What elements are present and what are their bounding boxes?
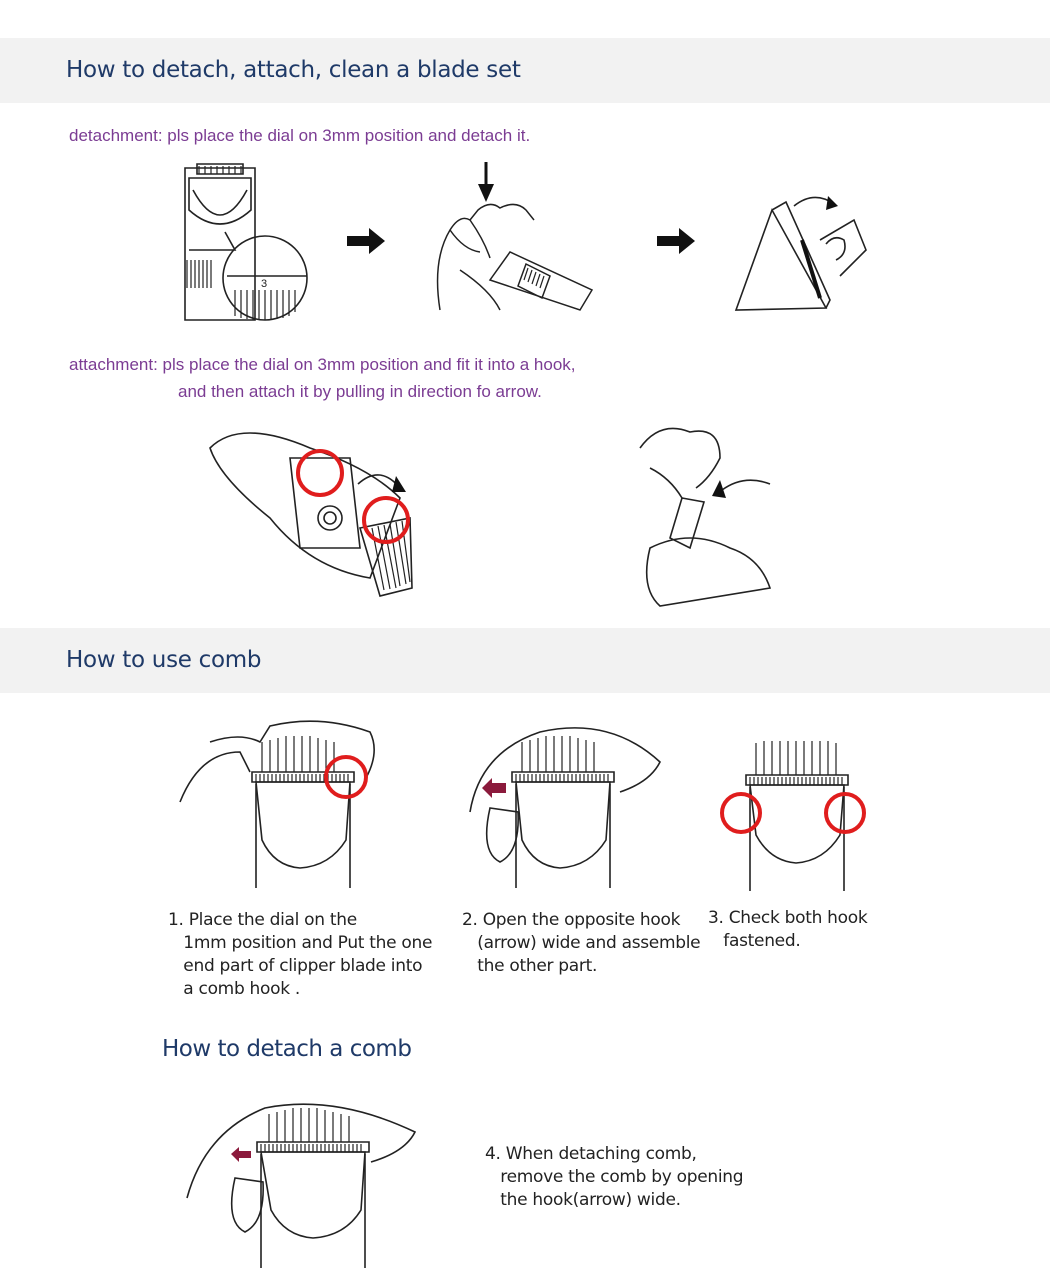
step1-caption: 1. Place the dial on the 1mm position an… (168, 910, 433, 999)
detach-blade-illustration (430, 160, 600, 320)
attachment-instruction-line1: attachment: pls place the dial on 3mm po… (69, 355, 576, 374)
hook-highlight-circle (298, 451, 342, 495)
section-title: How to detach, attach, clean a blade set (66, 57, 521, 83)
detachment-instruction: detachment: pls place the dial on 3mm po… (69, 126, 531, 145)
section-header-blade: How to detach, attach, clean a blade set (0, 38, 1050, 103)
attachment-instruction-line2: and then attach it by pulling in directi… (178, 382, 542, 401)
hook-highlight-circle (364, 498, 408, 542)
dial-number: 3 (261, 278, 267, 290)
step3-caption: 3. Check both hook fastened. (708, 908, 868, 951)
attach-blade-illustration (200, 418, 430, 598)
hook-highlight-circle (722, 794, 760, 832)
comb-detach-illustration (185, 1092, 425, 1270)
section-title: How to use comb (66, 647, 262, 673)
hook-highlight-circle (326, 757, 366, 797)
comb-step2-illustration (460, 712, 670, 890)
comb-step3-illustration (720, 741, 870, 893)
blade-removed-illustration (730, 196, 870, 320)
hook-highlight-circle (826, 794, 864, 832)
step2-caption: 2. Open the opposite hook (arrow) wide a… (462, 910, 701, 976)
pull-arrow-icon (231, 1147, 251, 1162)
comb-step1-illustration (170, 712, 380, 890)
detach-comb-title: How to detach a comb (162, 1036, 412, 1062)
section-header-comb: How to use comb (0, 628, 1050, 693)
next-step-arrow-icon (657, 228, 695, 254)
dial-position-illustration: 3 (175, 160, 315, 330)
step4-caption: 4. When detaching comb, remove the comb … (485, 1144, 744, 1210)
pull-arrow-icon (482, 778, 506, 798)
next-step-arrow-icon (347, 228, 385, 254)
pull-blade-illustration (630, 418, 780, 608)
